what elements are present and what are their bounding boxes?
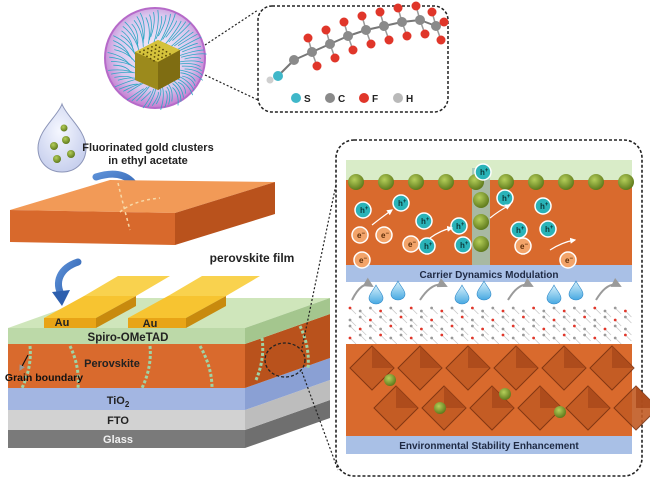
glass-label: Glass xyxy=(103,434,133,446)
svg-text:e−: e− xyxy=(408,240,416,249)
grain-boundary-label: Grain boundary xyxy=(5,372,83,384)
svg-text:e−: e− xyxy=(359,256,367,265)
mechanism-detail-panel: h+ h+ h+ h+ h+ h+ h+ h+ h+ h+ h+ e− e− e− e− e− e− Carri… xyxy=(335,139,650,477)
molecule-model xyxy=(266,1,449,84)
stability-label: Environmental Stability Enhancement xyxy=(399,441,579,452)
svg-text:h+: h+ xyxy=(456,222,465,231)
svg-text:h+: h+ xyxy=(540,202,549,211)
svg-text:h+: h+ xyxy=(502,194,511,203)
perovskite-layer xyxy=(8,344,245,388)
fto-layer xyxy=(8,410,245,430)
tio2-layer xyxy=(8,388,245,410)
au-right-label: Au xyxy=(143,318,158,330)
legend-swatch xyxy=(359,93,369,103)
zoom-region-marker xyxy=(264,342,306,378)
gold-cluster-illustration xyxy=(104,7,207,111)
svg-text:e−: e− xyxy=(565,256,573,265)
device-stack xyxy=(8,276,330,448)
legend-swatch xyxy=(393,93,403,103)
stability-subpanel xyxy=(346,277,650,454)
legend-swatch xyxy=(291,93,301,103)
clusters-label-line1: Fluorinated gold clusters xyxy=(82,142,213,154)
svg-text:h+: h+ xyxy=(424,242,433,251)
svg-text:e−: e− xyxy=(357,231,365,240)
perovskite-label: Perovskite xyxy=(84,358,140,370)
spiro-layer xyxy=(8,328,245,344)
legend-label: F xyxy=(372,94,378,105)
cluster-droplet-icon xyxy=(37,102,87,173)
svg-text:h+: h+ xyxy=(480,168,489,177)
legend-label: C xyxy=(338,94,345,105)
carrier-dynamics-label: Carrier Dynamics Modulation xyxy=(420,270,559,281)
fto-label: FTO xyxy=(107,415,129,427)
svg-text:h+: h+ xyxy=(421,217,430,226)
zoom-connector xyxy=(301,174,339,349)
spiro-label: Spiro-OMeTAD xyxy=(88,332,169,344)
zoom-connector xyxy=(301,371,339,471)
svg-text:h+: h+ xyxy=(460,241,469,250)
legend-label: H xyxy=(406,94,413,105)
svg-text:e−: e− xyxy=(520,242,528,251)
perovskite-film-label: perovskite film xyxy=(210,251,295,265)
arrow-head-icon xyxy=(52,290,70,306)
zoom-connector xyxy=(204,9,259,46)
svg-text:h+: h+ xyxy=(516,226,525,235)
svg-text:h+: h+ xyxy=(398,199,407,208)
glass-layer xyxy=(8,430,245,448)
clusters-label-line2: in ethyl acetate xyxy=(108,155,187,167)
legend-label: S xyxy=(304,94,311,105)
grain-boundary-pointer xyxy=(19,354,29,372)
carrier-dynamics-subpanel: h+ h+ h+ h+ h+ h+ h+ h+ h+ h+ h+ e− e− e− e− e− e− xyxy=(346,160,634,282)
tio2-label: TiO2 xyxy=(107,395,130,409)
zoom-connector xyxy=(204,74,259,101)
legend-swatch xyxy=(325,93,335,103)
svg-text:e−: e− xyxy=(381,231,389,240)
svg-text:h+: h+ xyxy=(360,206,369,215)
svg-text:h+: h+ xyxy=(545,225,554,234)
perovskite-film-slab xyxy=(10,180,275,245)
au-left-label: Au xyxy=(55,317,70,329)
